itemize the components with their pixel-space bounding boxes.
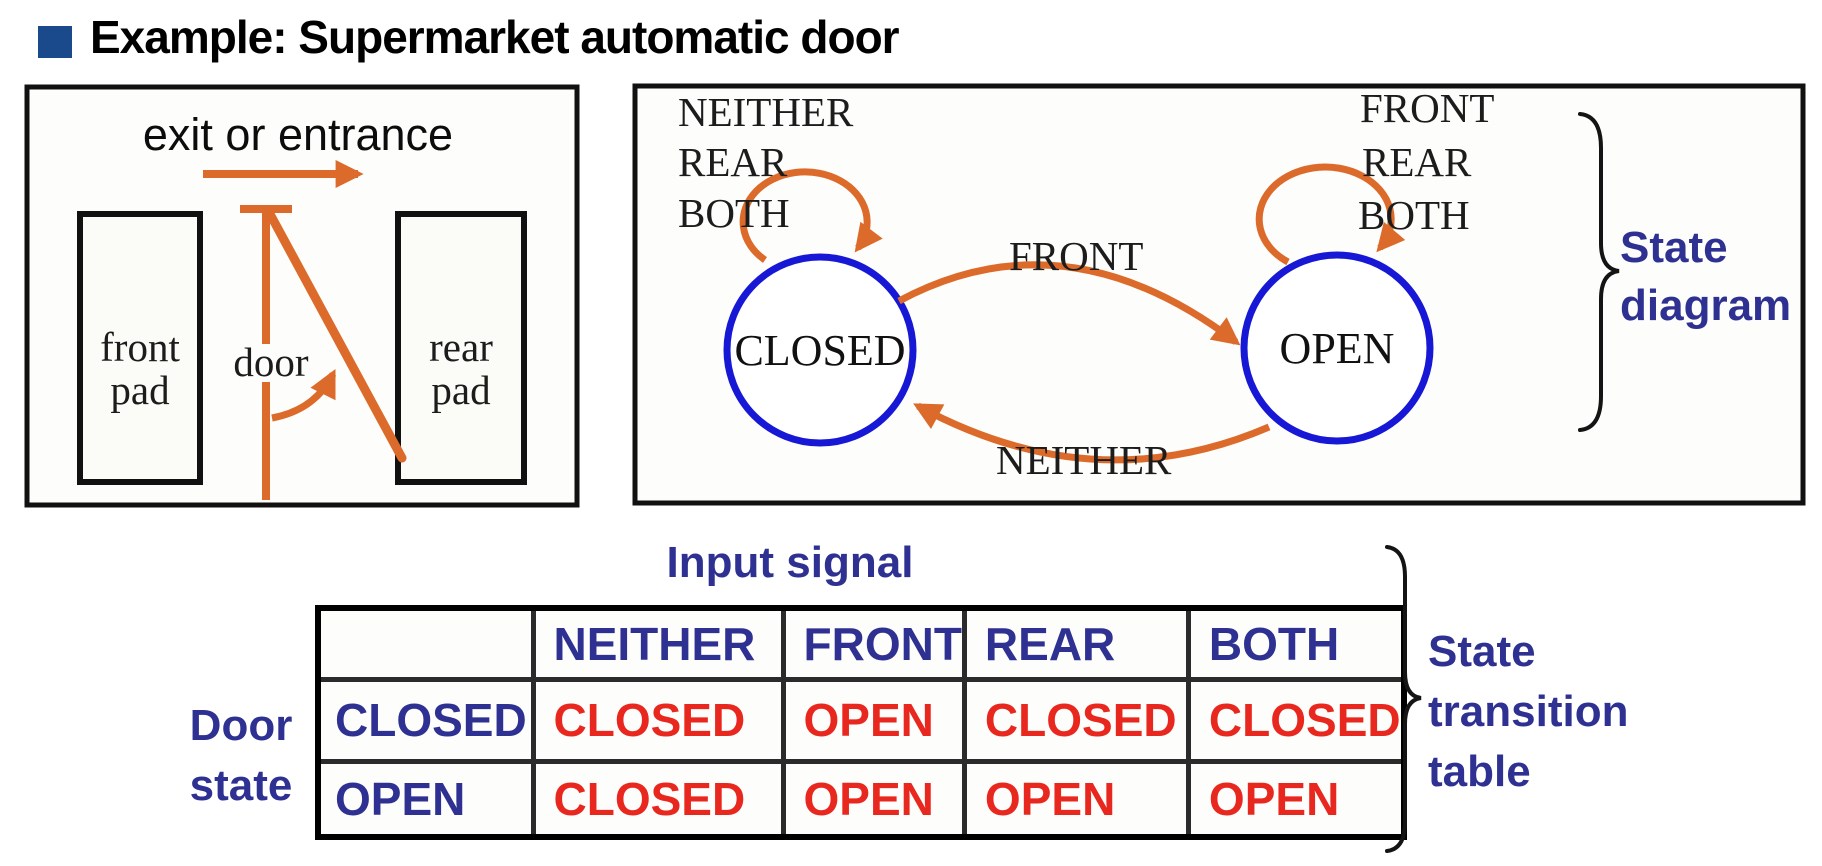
table-caption-line2: transition bbox=[1428, 687, 1628, 736]
table-row-closed: CLOSED CLOSED OPEN CLOSED CLOSED bbox=[315, 676, 1407, 764]
door-figure: exit or entrance front pad rear pad door bbox=[24, 84, 580, 508]
open-loop-input-both: BOTH bbox=[1358, 192, 1470, 238]
page-title: Example: Supermarket automatic door bbox=[90, 11, 900, 63]
state-diagram-brace bbox=[1578, 112, 1620, 432]
col-header-blank bbox=[315, 605, 536, 682]
cell-open-front: OPEN bbox=[780, 758, 967, 840]
front-pad-rect bbox=[77, 211, 203, 485]
rear-pad-rect bbox=[395, 211, 527, 485]
open-loop-input-rear: REAR bbox=[1362, 139, 1472, 185]
state-diagram-caption-line1: State bbox=[1620, 223, 1728, 272]
closed-loop-input-rear: REAR bbox=[678, 139, 788, 185]
state-diagram-caption-line2: diagram bbox=[1620, 281, 1791, 330]
state-transition-table: NEITHER FRONT REAR BOTH CLOSED CLOSED OP… bbox=[315, 605, 1407, 840]
cell-closed-rear: CLOSED bbox=[961, 676, 1191, 764]
door-state-caption-line1: Door bbox=[189, 701, 293, 750]
col-header-rear: REAR bbox=[961, 605, 1191, 682]
exit-entrance-label: exit or entrance bbox=[143, 109, 453, 160]
front-pad-label-line2: pad bbox=[110, 367, 169, 413]
row-label-open: OPEN bbox=[315, 758, 536, 840]
input-signal-caption: Input signal bbox=[666, 538, 914, 587]
rear-pad-label-line1: rear bbox=[429, 324, 493, 370]
open-loop-input-front: FRONT bbox=[1360, 85, 1494, 131]
cell-closed-front: OPEN bbox=[780, 676, 967, 764]
table-caption-line1: State bbox=[1428, 627, 1536, 676]
cell-open-rear: OPEN bbox=[961, 758, 1191, 840]
door-open-line bbox=[265, 209, 407, 463]
closed-state-label: CLOSED bbox=[734, 326, 905, 375]
open-state-label: OPEN bbox=[1280, 324, 1395, 373]
rear-pad-label-line2: pad bbox=[431, 367, 490, 413]
door-state-caption-line2: state bbox=[189, 761, 293, 810]
door-state-caption: Door state bbox=[156, 696, 326, 816]
door-label-backdrop bbox=[224, 344, 310, 382]
closed-loop-input-both: BOTH bbox=[678, 190, 790, 236]
cell-open-both: OPEN bbox=[1185, 758, 1407, 840]
table-brace bbox=[1385, 545, 1422, 853]
open-to-closed-arrow bbox=[913, 402, 1271, 464]
cell-open-neither: CLOSED bbox=[530, 758, 786, 840]
table-header-row: NEITHER FRONT REAR BOTH bbox=[315, 605, 1407, 682]
col-header-neither: NEITHER bbox=[530, 605, 786, 682]
cell-closed-both: CLOSED bbox=[1185, 676, 1407, 764]
front-pad-label-line1: front bbox=[100, 324, 180, 370]
door-label: door bbox=[233, 339, 309, 385]
table-caption-line3: table bbox=[1428, 747, 1531, 796]
open-state-circle bbox=[1240, 251, 1434, 445]
table-caption-group: State transition table bbox=[1385, 545, 1628, 853]
open-self-loop-arrow bbox=[1255, 163, 1406, 266]
closed-state-circle bbox=[723, 253, 917, 447]
open-to-closed-label: NEITHER bbox=[996, 437, 1172, 483]
row-label-closed: CLOSED bbox=[315, 676, 536, 764]
closed-self-loop-arrow bbox=[739, 168, 883, 263]
title-bullet-square-icon bbox=[38, 26, 72, 58]
closed-to-open-arrow bbox=[897, 261, 1241, 346]
col-header-both: BOTH bbox=[1185, 605, 1407, 682]
cell-closed-neither: CLOSED bbox=[530, 676, 786, 764]
table-row-open: OPEN CLOSED OPEN OPEN OPEN bbox=[315, 758, 1407, 840]
col-header-front: FRONT bbox=[780, 605, 967, 682]
closed-to-open-label: FRONT bbox=[1009, 233, 1143, 279]
closed-loop-input-neither: NEITHER bbox=[678, 89, 854, 135]
state-diagram-figure: CLOSED OPEN NEITHER REAR BOTH FRONT REAR… bbox=[632, 83, 1806, 506]
door-swing-arrow bbox=[271, 368, 337, 422]
